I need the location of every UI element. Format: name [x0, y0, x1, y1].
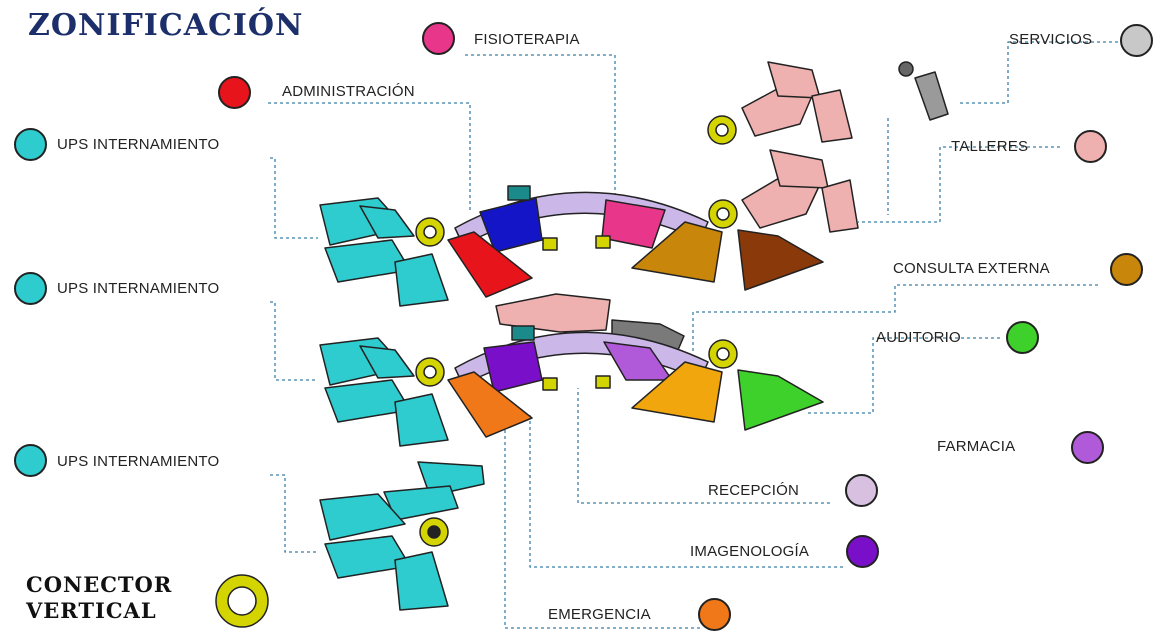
connector-3 — [420, 518, 448, 546]
ups-1-label: UPS INTERNAMIENTO — [57, 136, 219, 153]
imagenologia-color-dot — [846, 535, 879, 568]
level-2 — [320, 294, 823, 446]
consulta-externa-label: CONSULTA EXTERNA — [893, 260, 1050, 277]
talleres-blocks — [742, 62, 858, 232]
auditorio-color-dot — [1006, 321, 1039, 354]
servicios-block — [915, 72, 948, 120]
leader-auditorio — [808, 338, 1000, 413]
ups-cluster-1 — [320, 198, 448, 306]
farmacia-label: FARMACIA — [937, 438, 1015, 455]
leader-ups-3 — [270, 475, 318, 552]
leader-ups-2 — [270, 302, 318, 380]
ups-3-label: UPS INTERNAMIENTO — [57, 453, 219, 470]
auditorio-label: AUDITORIO — [876, 329, 961, 346]
ups-1-color-dot — [14, 128, 47, 161]
diagram-title: ZONIFICACIÓN — [28, 8, 303, 43]
talleres-servicios — [742, 62, 948, 232]
emergencia-color-dot — [698, 598, 731, 631]
leader-fisioterapia — [465, 55, 615, 195]
level-3 — [320, 462, 484, 610]
leader-emergencia — [505, 430, 700, 628]
brown-wing-1 — [738, 230, 823, 290]
leader-lines — [268, 42, 1118, 628]
fisioterapia-label: FISIOTERAPIA — [474, 31, 580, 48]
recepcion-color-dot — [845, 474, 878, 507]
ups-cluster-3 — [320, 462, 484, 610]
teal-box-1 — [508, 186, 530, 200]
farmacia-color-dot — [1071, 431, 1104, 464]
level-1 — [320, 116, 823, 306]
talleres-color-dot — [1074, 130, 1107, 163]
recepcion-label: RECEPCIÓN — [708, 482, 799, 499]
conector-vertical-legend: CONECTOR VERTICAL — [26, 572, 172, 624]
conector-line-1: CONECTOR — [26, 572, 172, 598]
ups-3-color-dot — [14, 444, 47, 477]
imagenologia-label: IMAGENOLOGÍA — [690, 543, 809, 560]
teal-box-2 — [512, 326, 534, 340]
consulta-externa-color-dot — [1110, 253, 1143, 286]
ups-2-label: UPS INTERNAMIENTO — [57, 280, 219, 297]
servicios-node — [899, 62, 913, 76]
leader-administracion — [268, 103, 470, 210]
ups-2-color-dot — [14, 272, 47, 305]
administracion-color-dot — [218, 76, 251, 109]
servicios-color-dot — [1120, 24, 1153, 57]
servicios-label: SERVICIOS — [1009, 31, 1092, 48]
leader-servicios — [958, 42, 1118, 103]
imagenologia-block — [484, 342, 542, 392]
fisioterapia-color-dot — [422, 22, 455, 55]
administracion-label: ADMINISTRACIÓN — [282, 83, 415, 100]
emergencia-label: EMERGENCIA — [548, 606, 651, 623]
auditorio-wing — [738, 370, 823, 430]
ups-cluster-2 — [320, 338, 448, 446]
leader-ups-1 — [270, 158, 318, 238]
talleres-label: TALLERES — [951, 138, 1028, 155]
conector-line-2: VERTICAL — [26, 598, 172, 624]
